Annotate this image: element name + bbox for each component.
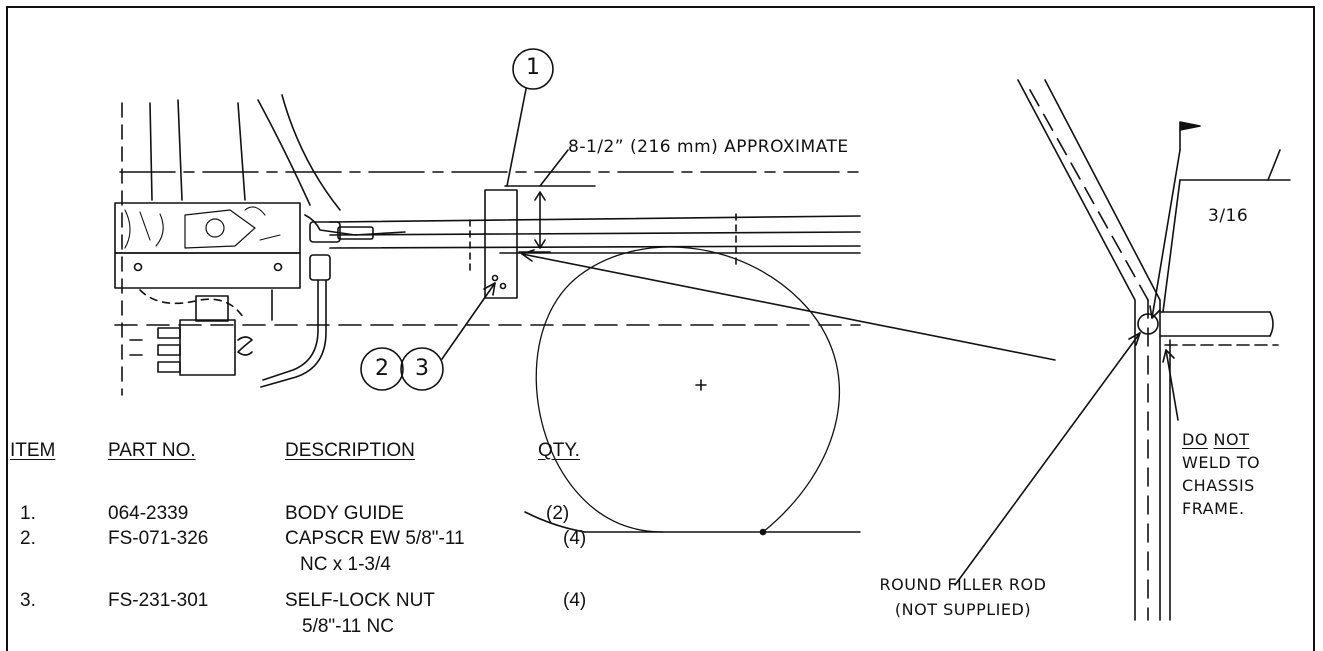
weld-detail bbox=[954, 79, 1291, 621]
header-qty: QTY. bbox=[538, 440, 580, 461]
callout-3-label: 3 bbox=[415, 356, 429, 381]
weld-size-label: 3/16 bbox=[1208, 206, 1249, 226]
row3-part-no: FS-231-301 bbox=[108, 590, 209, 611]
row3-description: SELF-LOCK NUT bbox=[285, 590, 435, 611]
wheel-outline bbox=[524, 246, 861, 536]
filler-note-line1: ROUND FILLER ROD bbox=[879, 575, 1047, 594]
drawing-border bbox=[6, 6, 1315, 651]
dimension-marks bbox=[504, 149, 596, 253]
do-word: DO bbox=[1182, 430, 1208, 449]
weld-note-line2: WELD TO bbox=[1182, 453, 1261, 472]
row1-qty: (2) bbox=[546, 503, 570, 524]
row3-item: 3. bbox=[20, 590, 36, 611]
filler-note-line2: (NOT SUPPLIED) bbox=[894, 600, 1032, 619]
body-guide-part bbox=[469, 189, 737, 299]
hydraulic-assembly bbox=[114, 202, 406, 388]
detail-leader-line bbox=[521, 253, 1056, 361]
row2-qty: (4) bbox=[563, 528, 587, 549]
row2-part-no: FS-071-326 bbox=[108, 528, 209, 549]
row2-item: 2. bbox=[20, 528, 36, 549]
callout-1-label: 1 bbox=[526, 55, 540, 80]
weld-note-line4: FRAME. bbox=[1182, 499, 1245, 518]
row1-description: BODY GUIDE bbox=[285, 503, 404, 524]
row2-description-cont: NC x 1-3/4 bbox=[300, 554, 391, 575]
header-item: ITEM bbox=[10, 440, 56, 461]
chassis-lines bbox=[114, 94, 861, 396]
filler-rod-note: ROUND FILLER ROD (NOT SUPPLIED) bbox=[848, 572, 1078, 622]
detail-leader-arrow bbox=[521, 249, 535, 262]
header-part-no: PART NO. bbox=[108, 440, 196, 461]
not-word: NOT bbox=[1213, 430, 1250, 449]
row1-part-no: 064-2339 bbox=[108, 503, 189, 524]
dimension-note: 8-1/2” (216 mm) APPROXIMATE bbox=[568, 137, 849, 157]
row2-description: CAPSCR EW 5/8"-11 bbox=[285, 528, 465, 549]
weld-note-line3: CHASSIS bbox=[1182, 476, 1255, 495]
header-description: DESCRIPTION bbox=[285, 440, 415, 461]
callout-bubbles bbox=[360, 48, 554, 391]
do-not-weld-note: DO NOT WELD TO CHASSIS FRAME. bbox=[1182, 428, 1260, 520]
callout-2-label: 2 bbox=[375, 356, 389, 381]
row3-description-cont: 5/8"-11 NC bbox=[302, 616, 394, 637]
row3-qty: (4) bbox=[563, 590, 587, 611]
row1-item: 1. bbox=[20, 503, 36, 524]
